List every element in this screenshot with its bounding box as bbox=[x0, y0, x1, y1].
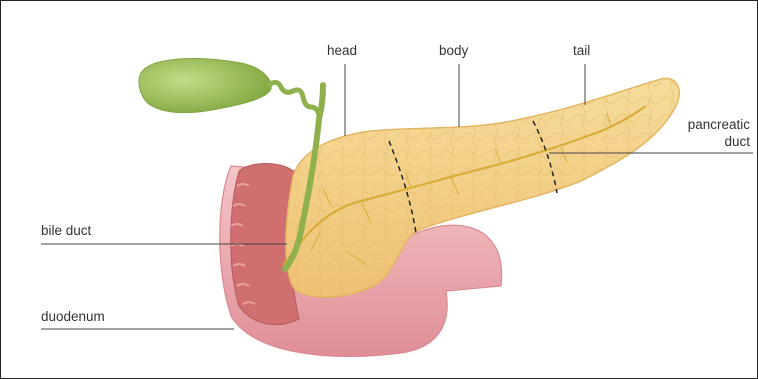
label-pancreatic-duct-line1: pancreatic bbox=[688, 117, 751, 132]
gallbladder bbox=[139, 59, 271, 113]
label-pancreatic-duct-line2: duct bbox=[724, 134, 750, 149]
label-body: body bbox=[439, 43, 469, 58]
label-bile-duct: bile duct bbox=[41, 223, 92, 238]
cystic-duct bbox=[269, 82, 319, 115]
label-duodenum: duodenum bbox=[41, 309, 105, 324]
label-head: head bbox=[327, 43, 357, 58]
label-tail: tail bbox=[573, 43, 590, 58]
hepatic-duct bbox=[319, 85, 323, 119]
